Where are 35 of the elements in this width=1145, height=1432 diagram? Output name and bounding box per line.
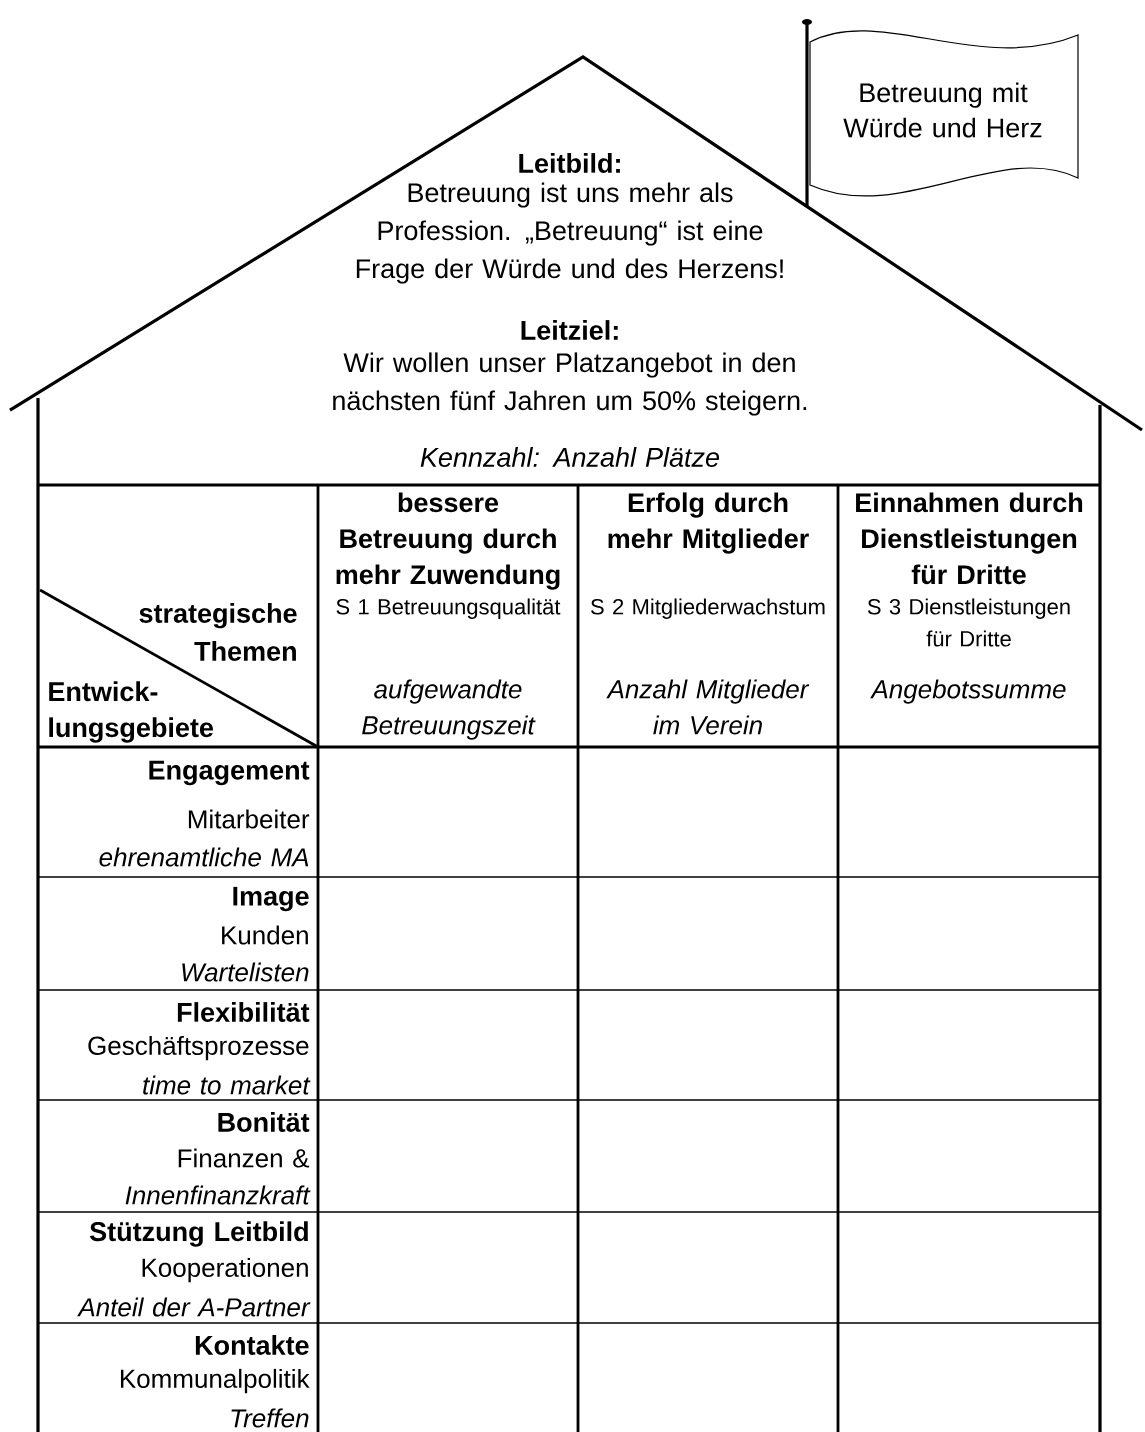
heading: Leitziel: xyxy=(521,320,618,340)
row-heading: Bonität xyxy=(218,1112,310,1132)
row-text: Kommunalpolitik xyxy=(121,1368,310,1394)
row-text: Kunden xyxy=(222,925,308,945)
mission-text: Betreuung ist uns mehr als Profession. „Betreuung“ ist eine Frage der Würde und des Herzens! xyxy=(356,182,783,284)
row-heading: Stützung Leitbild xyxy=(89,1221,308,1247)
column-axis-label: strategische Themen xyxy=(139,603,297,661)
row-measure: Innenfinanzkraft xyxy=(125,1185,311,1205)
row-heading: Engagement xyxy=(149,760,310,786)
strategy-text: S 2 Mitgliederwachstum xyxy=(591,598,825,619)
heading: Leitbild: xyxy=(519,153,620,173)
measure-text: Anzahl Mitglieder im Verein xyxy=(606,679,810,735)
strategy-text: S 3 Dienstleistungen für Dritte xyxy=(867,598,1070,647)
column-heading: Einnahmen durch Dienstleistungen für Dritte xyxy=(856,492,1083,585)
goal-text: Wir wollen unser Platzangebot in den nächsten fünf Jahren um 50% steigern. xyxy=(333,352,807,416)
metric-text: Kennzahl: Anzahl Plätze xyxy=(420,447,720,467)
row-text: Mitarbeiter xyxy=(188,809,310,829)
row-heading: Kontakte xyxy=(195,1335,309,1355)
column-heading: Erfolg durch mehr Mitglieder xyxy=(608,492,809,554)
row-measure: Treffen xyxy=(231,1408,309,1428)
row-heading: Flexibilität xyxy=(177,1002,310,1022)
row-measure: time to market xyxy=(143,1075,311,1095)
row-heading: Image xyxy=(233,886,309,912)
row-text: Geschäftsprozesse xyxy=(88,1035,309,1061)
row-measure: Wartelisten xyxy=(182,962,309,982)
row-text: Kooperationen xyxy=(142,1257,308,1283)
row-text: Finanzen & xyxy=(178,1148,310,1168)
column-heading: bessere Betreuung durch mehr Zuwendung xyxy=(336,492,560,590)
row-measure: ehrenamtliche MA xyxy=(99,847,309,867)
row-measure: Anteil der A-Partner xyxy=(77,1297,311,1317)
flag: Betreuung mit Würde und Herz xyxy=(809,30,1079,197)
strategy-text: S 1 Betreuungsqualität xyxy=(336,598,561,619)
row-axis-label: Entwick- lungsgebiete xyxy=(49,681,213,743)
measure-text: aufgewandte Betreuungszeit xyxy=(362,679,536,740)
measure-text: Angebotssumme xyxy=(870,679,1066,704)
